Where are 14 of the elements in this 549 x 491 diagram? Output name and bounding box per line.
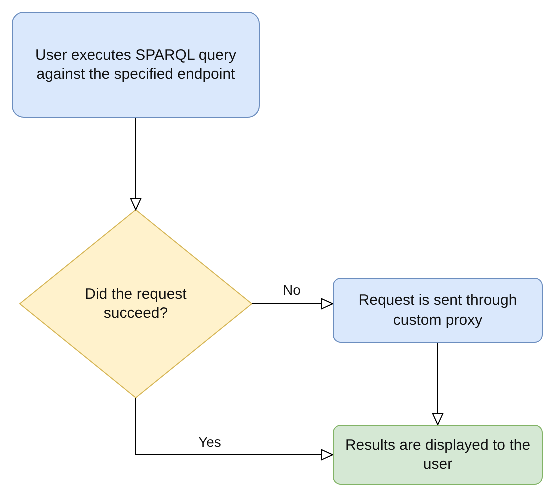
edge-label: No <box>281 282 303 298</box>
node-text: Results are displayed to the user <box>344 436 532 474</box>
arrow <box>136 398 334 460</box>
process-box <box>333 278 543 343</box>
decision-diamond <box>19 209 253 399</box>
edge-label: Yes <box>196 434 224 450</box>
node-text: Request is sent through custom proxy <box>358 291 518 330</box>
process-box <box>12 12 260 118</box>
arrow <box>130 118 142 210</box>
arrow <box>252 298 334 310</box>
process-box <box>333 425 543 485</box>
node-text: Did the request succeed? <box>84 284 188 324</box>
arrow <box>432 342 444 426</box>
node-text: User executes SPARQL query against the specified endpoint <box>34 46 238 84</box>
